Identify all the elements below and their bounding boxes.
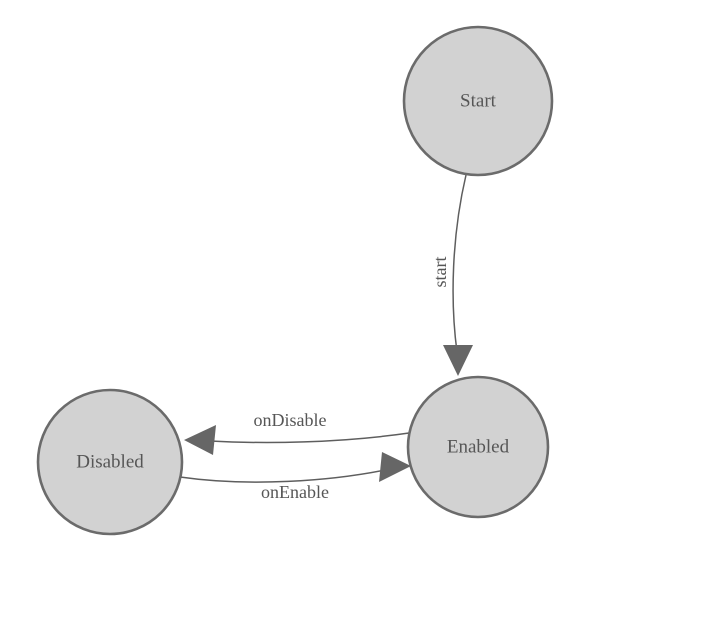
- edge-start-path: [452, 174, 467, 353]
- node-start[interactable]: Start: [402, 25, 554, 177]
- node-start-circle: [402, 25, 554, 177]
- node-enabled-label: Enabled: [447, 437, 510, 458]
- node-enabled-circle: [406, 375, 550, 519]
- node-disabled[interactable]: Disabled: [36, 388, 184, 536]
- edge-start-arrowhead-icon: [443, 345, 473, 376]
- edge-ondisable-transition[interactable]: onDisable: [184, 410, 410, 455]
- node-start-label: Start: [460, 91, 497, 112]
- node-enabled[interactable]: Enabled: [406, 375, 550, 519]
- node-disabled-circle: [36, 388, 184, 536]
- edge-start-transition[interactable]: start: [430, 174, 473, 376]
- edge-onenable-arrowhead-icon: [379, 452, 411, 482]
- edge-ondisable-label: onDisable: [254, 410, 327, 430]
- edge-start-label: start: [430, 257, 450, 288]
- edge-onenable-path: [179, 469, 386, 483]
- edge-onenable-transition[interactable]: onEnable: [179, 452, 411, 502]
- edge-ondisable-arrowhead-icon: [184, 425, 216, 455]
- node-disabled-label: Disabled: [76, 452, 144, 473]
- edge-onenable-label: onEnable: [261, 482, 329, 502]
- edge-ondisable-path: [209, 432, 410, 444]
